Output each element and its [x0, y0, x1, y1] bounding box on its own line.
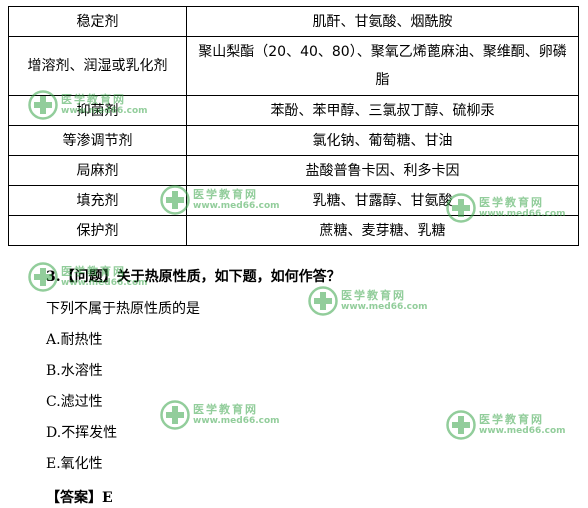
option-text: 耐热性 — [60, 332, 103, 348]
medical-cross-logo-icon — [160, 400, 190, 430]
table-cell-value: 盐酸普鲁卡因、利多卡因 — [186, 155, 579, 186]
table-row: 等渗调节剂 氯化钠、葡萄糖、甘油 — [8, 125, 579, 156]
option-text: 水溶性 — [60, 363, 103, 379]
option-letter: A. — [46, 332, 61, 348]
answer-options: A.耐热性 B.水溶性 C.滤过性 D.不挥发性 E.氧化性 — [46, 330, 117, 485]
question-title: 3.【问题】关于热原性质，如下题，如何作答？ — [46, 269, 341, 285]
table-row: 稳定剂 肌酐、甘氨酸、烟酰胺 — [8, 6, 579, 37]
option-letter: B. — [46, 363, 61, 379]
option-letter: D. — [46, 425, 62, 441]
option-text: 滤过性 — [60, 394, 103, 410]
table-row: 保护剂 蔗糖、麦芽糖、乳糖 — [8, 215, 579, 246]
answer-line: 【答案】E — [46, 490, 113, 506]
question-stem: 下列不属于热原性质的是 — [46, 301, 200, 317]
table-cell-category: 局麻剂 — [8, 155, 187, 186]
table-row: 增溶剂、润湿或乳化剂 聚山梨酯（20、40、80）、聚氧乙烯蓖麻油、聚维酮、卵磷… — [8, 36, 579, 96]
table-cell-category: 增溶剂、润湿或乳化剂 — [8, 36, 187, 96]
option-text: 不挥发性 — [61, 425, 118, 441]
option-e: E.氧化性 — [46, 454, 117, 485]
table-row: 局麻剂 盐酸普鲁卡因、利多卡因 — [8, 155, 579, 186]
watermark-url: www.med66.com — [479, 426, 566, 436]
watermark-name: 医学教育网 — [479, 413, 544, 426]
medical-cross-logo-icon — [446, 410, 476, 440]
watermark-url: www.med66.com — [341, 302, 428, 312]
medical-cross-logo-icon — [308, 286, 338, 316]
table-cell-value: 氯化钠、葡萄糖、甘油 — [186, 125, 579, 156]
table-cell-category: 填充剂 — [8, 185, 187, 216]
table-cell-value: 聚山梨酯（20、40、80）、聚氧乙烯蓖麻油、聚维酮、卵磷脂 — [186, 36, 579, 96]
table-cell-category: 等渗调节剂 — [8, 125, 187, 156]
table-row: 抑菌剂 苯酚、苯甲醇、三氯叔丁醇、硫柳汞 — [8, 95, 579, 126]
option-c: C.滤过性 — [46, 392, 117, 423]
table-cell-value: 肌酐、甘氨酸、烟酰胺 — [186, 6, 579, 37]
table-row: 填充剂 乳糖、甘露醇、甘氨酸 — [8, 185, 579, 216]
watermark-name: 医学教育网 — [341, 289, 406, 302]
table-cell-value: 乳糖、甘露醇、甘氨酸 — [186, 185, 579, 216]
option-text: 氧化性 — [60, 456, 103, 472]
table-cell-category: 保护剂 — [8, 215, 187, 246]
option-b: B.水溶性 — [46, 361, 117, 392]
option-letter: E. — [46, 456, 61, 472]
watermark-url: www.med66.com — [193, 416, 280, 426]
watermark-name: 医学教育网 — [193, 403, 258, 416]
excipient-table: 稳定剂 肌酐、甘氨酸、烟酰胺 增溶剂、润湿或乳化剂 聚山梨酯（20、40、80）… — [8, 6, 579, 246]
table-cell-category: 稳定剂 — [8, 6, 187, 37]
table-cell-value: 苯酚、苯甲醇、三氯叔丁醇、硫柳汞 — [186, 95, 579, 126]
table-cell-category: 抑菌剂 — [8, 95, 187, 126]
option-letter: C. — [46, 394, 61, 410]
table-cell-value: 蔗糖、麦芽糖、乳糖 — [186, 215, 579, 246]
option-a: A.耐热性 — [46, 330, 117, 361]
option-d: D.不挥发性 — [46, 423, 117, 454]
